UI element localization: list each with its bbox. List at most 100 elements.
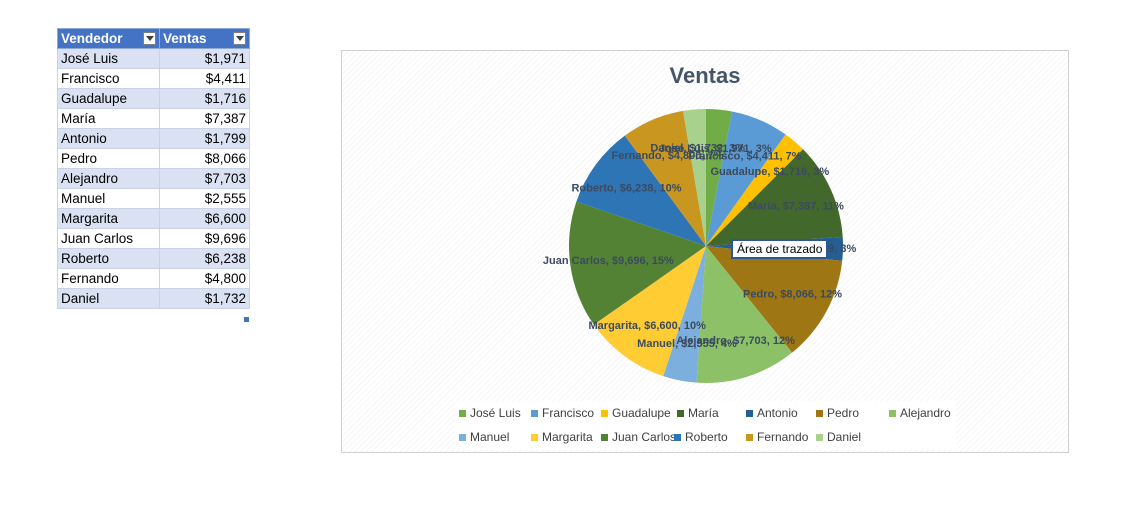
legend-swatch (531, 433, 538, 441)
header-vendedor-label: Vendedor (61, 31, 123, 46)
legend-item[interactable]: Margarita (531, 430, 593, 444)
vendedor-cell[interactable]: Fernando (57, 268, 160, 289)
table-resize-handle[interactable] (244, 317, 249, 322)
legend-label: Daniel (827, 430, 862, 444)
vendedor-cell[interactable]: Guadalupe (57, 88, 160, 109)
ventas-cell[interactable]: $1,716 (159, 88, 250, 109)
vendedor-cell[interactable]: Juan Carlos (57, 228, 160, 249)
legend-item[interactable]: Juan Carlos (601, 430, 676, 444)
data-label[interactable]: Daniel, $1,732, 3% (650, 143, 745, 155)
header-ventas[interactable]: Ventas (159, 28, 250, 49)
data-label[interactable]: Juan Carlos, $9,696, 15% (543, 255, 674, 267)
pie-slice-pedro[interactable] (706, 246, 843, 353)
legend-item[interactable]: Fernando (746, 430, 808, 444)
legend-item[interactable]: José Luis (459, 406, 521, 420)
pie-slice-margarita[interactable] (593, 246, 706, 377)
vendedor-cell[interactable]: Daniel (57, 288, 160, 309)
vendedor-cell[interactable]: Francisco (57, 68, 160, 89)
legend-label: Juan Carlos (612, 430, 677, 444)
data-label[interactable]: Alejandro, $7,703, 12% (676, 335, 795, 347)
table-row[interactable]: Margarita$6,600 (57, 208, 250, 229)
pie-slice-maría[interactable] (706, 149, 843, 246)
legend-item[interactable]: María (677, 406, 719, 420)
legend-item[interactable]: Pedro (816, 406, 859, 420)
vendedor-cell[interactable]: Pedro (57, 148, 160, 169)
table-row[interactable]: Juan Carlos$9,696 (57, 228, 250, 249)
legend-swatch (816, 409, 823, 417)
legend-item[interactable]: Francisco (531, 406, 594, 420)
legend-item[interactable]: Manuel (459, 430, 509, 444)
table-row[interactable]: Manuel$2,555 (57, 188, 250, 209)
ventas-cell[interactable]: $2,555 (159, 188, 250, 209)
vendedor-cell[interactable]: Roberto (57, 248, 160, 269)
vendedor-cell[interactable]: Antonio (57, 128, 160, 149)
legend-swatch (459, 433, 466, 441)
chart-title[interactable]: Ventas (669, 63, 741, 88)
table-row[interactable]: Daniel$1,732 (57, 288, 250, 309)
legend-item[interactable]: Roberto (674, 430, 728, 444)
pie-slice-roberto[interactable] (576, 135, 706, 246)
pie-slice-guadalupe[interactable] (706, 134, 804, 246)
table-row[interactable]: Guadalupe$1,716 (57, 88, 250, 109)
data-label[interactable]: Guadalupe, $1,716, 3% (710, 166, 829, 178)
table-row[interactable]: Francisco$4,411 (57, 68, 250, 89)
filter-dropdown-icon[interactable] (143, 32, 156, 45)
vendedor-cell[interactable]: Manuel (57, 188, 160, 209)
pie-slice-alejandro[interactable] (696, 246, 793, 383)
legend-label: Roberto (685, 430, 728, 444)
pie-slice-juan-carlos[interactable] (569, 201, 706, 325)
legend-label: María (688, 406, 719, 420)
data-label[interactable]: Francisco, $4,411, 7% (688, 150, 801, 162)
data-label[interactable]: Pedro, $8,066, 12% (743, 288, 842, 300)
header-vendedor[interactable]: Vendedor (57, 28, 160, 49)
ventas-cell[interactable]: $9,696 (159, 228, 250, 249)
pie-slice-francisco[interactable] (706, 111, 786, 246)
ventas-cell[interactable]: $4,800 (159, 268, 250, 289)
ventas-cell[interactable]: $1,971 (159, 48, 250, 69)
ventas-cell[interactable]: $6,600 (159, 208, 250, 229)
pie-chart[interactable]: José Luis, $1,971, 3%Francisco, $4,411, … (342, 51, 1068, 452)
vendedor-cell[interactable]: Alejandro (57, 168, 160, 189)
pie-slice-josé-luis[interactable] (706, 109, 733, 246)
chart-legend[interactable]: José Luis Francisco Guadalupe María Antonio P… (455, 401, 956, 449)
filter-dropdown-icon[interactable] (233, 32, 246, 45)
legend-swatch (746, 409, 753, 417)
table-row[interactable]: Alejandro$7,703 (57, 168, 250, 189)
table-row[interactable]: Pedro$8,066 (57, 148, 250, 169)
data-label[interactable]: Fernando, $4,800, 7% (612, 150, 724, 162)
legend-row: Manuel Margarita Juan Carlos Roberto Fernand… (455, 425, 956, 449)
ventas-cell[interactable]: $7,703 (159, 168, 250, 189)
legend-label: Francisco (542, 406, 595, 420)
vendedor-cell[interactable]: José Luis (57, 48, 160, 69)
data-label[interactable]: María, $7,387, 11% (748, 200, 844, 212)
data-label[interactable]: Manuel, $2,555, 4% (637, 338, 737, 350)
ventas-cell[interactable]: $4,411 (159, 68, 250, 89)
legend-label: Fernando (757, 430, 809, 444)
table-row[interactable]: Fernando$4,800 (57, 268, 250, 289)
legend-item[interactable]: Daniel (816, 430, 861, 444)
table-row[interactable]: Antonio$1,799 (57, 128, 250, 149)
legend-swatch (601, 409, 608, 417)
table-row[interactable]: Roberto$6,238 (57, 248, 250, 269)
pie-slice-fernando[interactable] (624, 110, 706, 247)
legend-label: Margarita (542, 430, 593, 444)
ventas-cell[interactable]: $6,238 (159, 248, 250, 269)
table-row[interactable]: José Luis$1,971 (57, 48, 250, 69)
table-row[interactable]: María$7,387 (57, 108, 250, 129)
pie-slice-manuel[interactable] (663, 246, 706, 383)
legend-label: Guadalupe (612, 406, 671, 420)
ventas-cell[interactable]: $8,066 (159, 148, 250, 169)
data-label[interactable]: Roberto, $6,238, 10% (571, 183, 681, 195)
data-label[interactable]: José Luis, $1,971, 3% (659, 143, 772, 155)
vendedor-cell[interactable]: María (57, 108, 160, 129)
pie-slice-daniel[interactable] (683, 109, 706, 246)
data-label[interactable]: Margarita, $6,600, 10% (589, 320, 707, 332)
ventas-cell[interactable]: $7,387 (159, 108, 250, 129)
chart-area[interactable]: Ventas José Luis, $1,971, 3%Francisco, $… (341, 50, 1069, 453)
legend-item[interactable]: Guadalupe (601, 406, 671, 420)
legend-item[interactable]: Alejandro (889, 406, 951, 420)
ventas-cell[interactable]: $1,732 (159, 288, 250, 309)
ventas-cell[interactable]: $1,799 (159, 128, 250, 149)
legend-item[interactable]: Antonio (746, 406, 798, 420)
vendedor-cell[interactable]: Margarita (57, 208, 160, 229)
